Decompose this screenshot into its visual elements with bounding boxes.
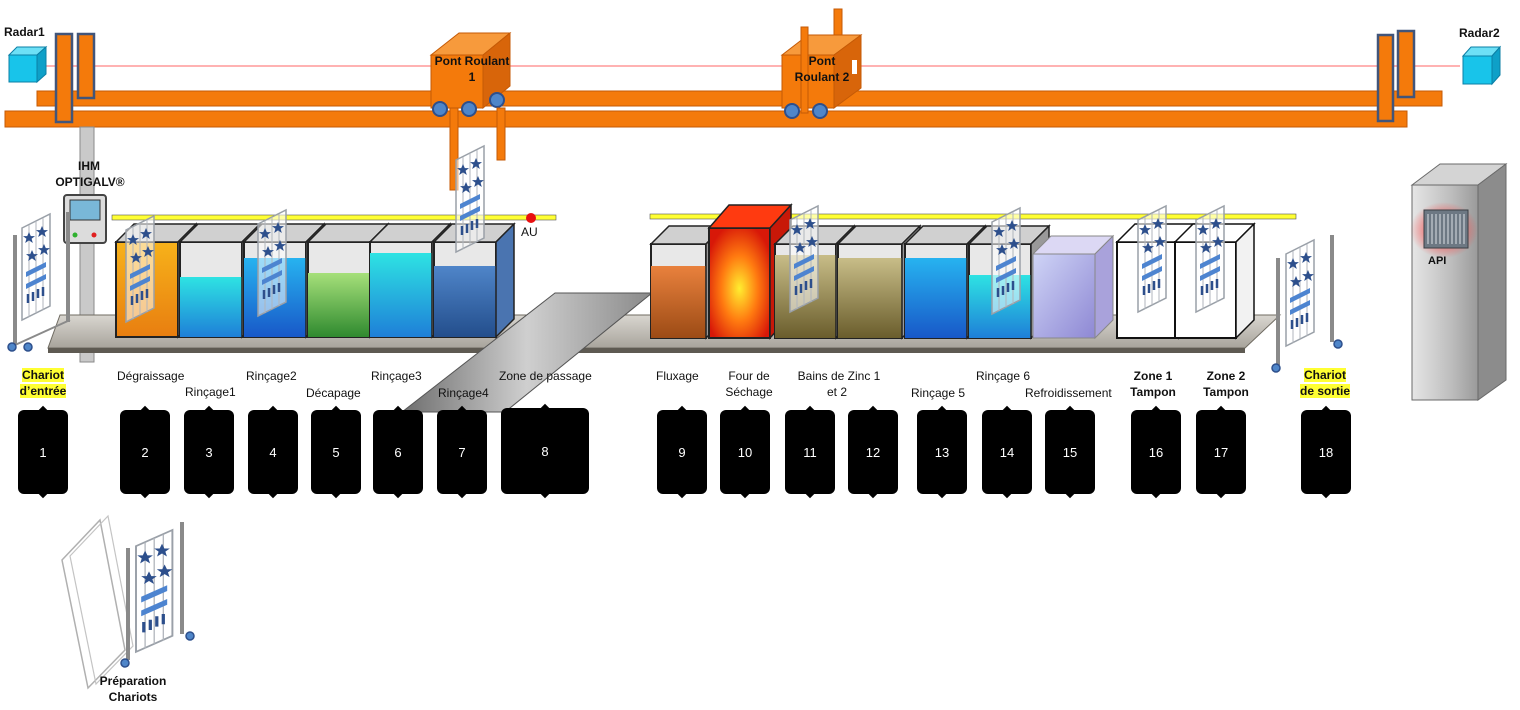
station-1-label: Chariot d’entrée xyxy=(19,368,67,398)
station-14-box: 14 xyxy=(982,410,1032,494)
station-8-box: 8 xyxy=(501,408,589,494)
station-3-box: 3 xyxy=(184,410,234,494)
station-10-box: 10 xyxy=(720,410,770,494)
station-17-box: 17 xyxy=(1196,410,1246,494)
station-9-label: Fluxage xyxy=(656,369,699,383)
station-17-label: Zone 2 Tampon xyxy=(1203,369,1249,399)
emergency-stop-label: AU xyxy=(521,225,538,239)
station-6-label: Rinçage3 xyxy=(371,369,422,383)
station-13-label: Rinçage 5 xyxy=(911,386,966,400)
station-2-box: 2 xyxy=(120,410,170,494)
crane-runway xyxy=(4,29,1460,128)
emergency-stop-icon xyxy=(526,213,536,223)
entry-cart xyxy=(7,212,71,352)
radar1-label: Radar1 xyxy=(4,25,45,39)
station-3-label: Rinçage1 xyxy=(185,385,236,399)
station-15-box: 15 xyxy=(1045,410,1095,494)
preparation-label: Préparation Chariots xyxy=(99,674,167,704)
crane2 xyxy=(780,8,863,119)
station-7-label: Rinçage4 xyxy=(438,386,489,400)
station-11-label: Bains de Zinc 1 xyxy=(797,369,881,383)
station-11-box: 11 xyxy=(785,410,835,494)
station-9-box: 9 xyxy=(657,410,707,494)
crane2-label: Pont Roulant 2 xyxy=(794,54,850,84)
station-12-label: et 2 xyxy=(827,385,848,399)
station-8-label: Zone de passage xyxy=(499,369,592,383)
hmi-label-line2: OPTIGALV® xyxy=(55,175,125,189)
plc-cabinet xyxy=(1410,163,1508,401)
station-18-box: 18 xyxy=(1301,410,1351,494)
station-7-box: 7 xyxy=(437,410,487,494)
preparation-carts xyxy=(61,514,195,690)
station-2-label: Dégraissage xyxy=(117,369,185,383)
station-12-box: 12 xyxy=(848,410,898,494)
station-13-box: 13 xyxy=(917,410,967,494)
exit-cart xyxy=(1271,235,1343,373)
station-5-box: 5 xyxy=(311,410,361,494)
station-4-box: 4 xyxy=(248,410,298,494)
station-5-label: Décapage xyxy=(306,386,361,400)
station-1-box: 1 xyxy=(18,410,68,494)
hmi-terminal xyxy=(63,126,107,363)
tanks-left xyxy=(114,222,516,339)
station-10-label: Four de Séchage xyxy=(725,369,773,399)
radar2-icon xyxy=(1461,45,1502,86)
station-16-box: 16 xyxy=(1131,410,1181,494)
station-6-box: 6 xyxy=(373,410,423,494)
station-4-label: Rinçage2 xyxy=(246,369,297,383)
station-16-label: Zone 1 Tampon xyxy=(1130,369,1176,399)
hmi-label-line1: IHM xyxy=(78,159,100,173)
crane1-label: Pont Roulant 1 xyxy=(434,54,510,84)
station-15-label: Refroidissement xyxy=(1025,386,1112,400)
rail-left xyxy=(111,214,557,221)
rail-right xyxy=(649,213,1297,220)
radar1-icon xyxy=(7,45,48,84)
station-14-label: Rinçage 6 xyxy=(976,369,1031,383)
station-18-label: Chariot de sortie xyxy=(1299,368,1350,398)
crane1 xyxy=(429,31,512,191)
plc-label: API xyxy=(1428,255,1447,267)
radar2-label: Radar2 xyxy=(1459,26,1500,40)
